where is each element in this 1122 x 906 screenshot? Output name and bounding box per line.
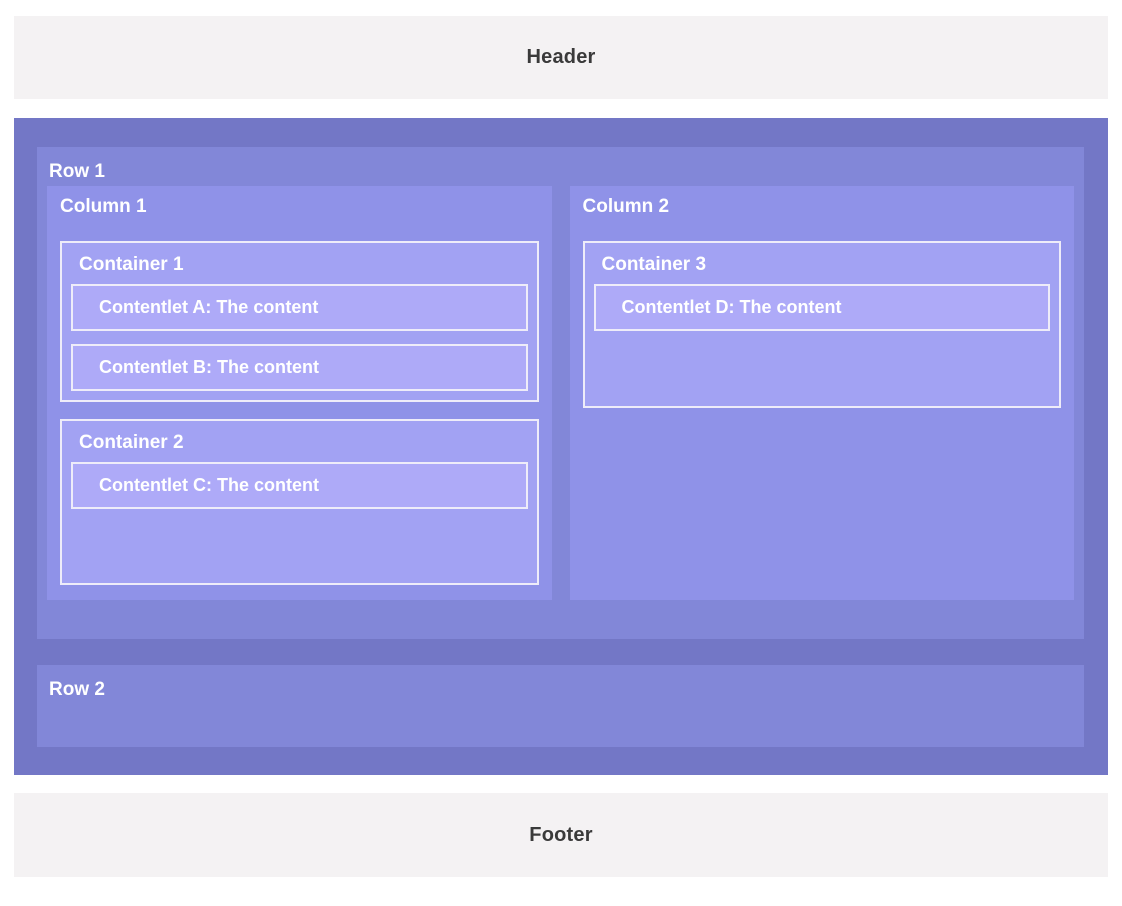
contentlet-b: Contentlet B: The content [71,344,528,391]
container-2: Container 2 Contentlet C: The content [60,419,539,585]
contentlet-d: Contentlet D: The content [593,284,1050,331]
header-section: Header [14,16,1108,99]
footer-section: Footer [14,793,1108,877]
row-1-label: Row 1 [49,161,105,182]
container-3: Container 3 Contentlet D: The content [582,241,1061,408]
column-2-label: Column 2 [582,196,670,217]
contentlet-b-label: Contentlet B: The content [99,357,319,377]
body-section: Row 1 Column 1 Container 1 Contentlet A:… [14,118,1108,775]
container-2-label: Container 2 [79,432,184,453]
contentlet-c-label: Contentlet C: The content [99,475,319,495]
header-label: Header [526,46,596,68]
column-2: Column 2 Container 3 Contentlet D: The c… [569,186,1074,600]
column-1-label: Column 1 [60,196,147,217]
row-1: Row 1 Column 1 Container 1 Contentlet A:… [37,147,1084,639]
container-3-label: Container 3 [601,254,707,275]
row-1-columns: Column 1 Container 1 Contentlet A: The c… [47,186,1074,600]
page: Header Row 1 Column 1 Container 1 Conten… [0,16,1122,906]
container-1-label: Container 1 [79,254,184,275]
row-2-label: Row 2 [49,679,105,700]
contentlet-d-label: Contentlet D: The content [621,297,842,317]
row-2: Row 2 [37,665,1084,747]
column-1: Column 1 Container 1 Contentlet A: The c… [47,186,552,600]
contentlet-c: Contentlet C: The content [71,462,528,509]
container-1: Container 1 Contentlet A: The content Co… [60,241,539,402]
contentlet-a: Contentlet A: The content [71,284,528,331]
contentlet-a-label: Contentlet A: The content [99,297,319,317]
footer-label: Footer [529,823,593,846]
